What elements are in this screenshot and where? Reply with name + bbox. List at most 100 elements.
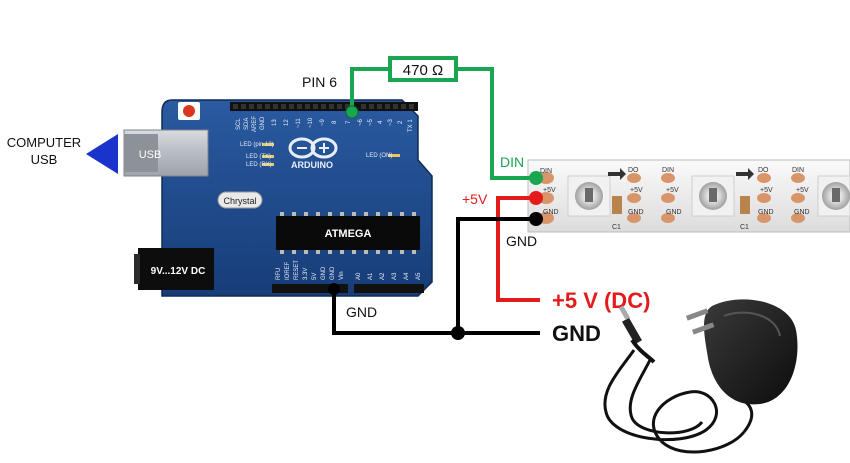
strip-gnd-text: GND [794,209,810,216]
pin6-label: PIN 6 [302,74,337,90]
svg-text:~9: ~9 [320,118,326,126]
power-jack-label: 9V...12V DC [151,266,206,277]
svg-text:LED (TX): LED (TX) [246,154,271,160]
board-gnd-label: GND [346,304,377,320]
plus5v-joint [529,191,543,205]
strip-ground-wire [456,217,536,333]
svg-text:GND: GND [260,116,266,130]
svg-text:~10: ~10 [308,117,314,128]
strip-5v-text: +5V [666,187,679,194]
supply-gnd-label: GND [552,321,601,346]
strip-led-3 [817,175,850,217]
svg-text:A5: A5 [416,272,422,280]
svg-text:AREF: AREF [252,116,258,132]
svg-text:A4: A4 [404,272,410,280]
svg-text:IOREF: IOREF [285,261,291,280]
data-wire-2 [456,67,536,180]
svg-text:RFU: RFU [276,268,282,280]
svg-text:7: 7 [346,120,352,124]
svg-text:8: 8 [332,120,338,124]
arduino-logo-text: ARDUINO [291,160,333,170]
resistor: 470 Ω [388,56,458,82]
strip-din-text: DIN [662,167,674,174]
plus5v-label: +5V [462,191,488,207]
strip-led-2 [691,175,735,217]
board-ground-wire [332,289,540,335]
usb-label: USB [31,152,58,167]
din-label: DIN [500,154,524,170]
strip-cap-text: C1 [612,224,621,231]
atmega-label: ATMEGA [325,228,372,240]
board-logo-icon [178,102,200,120]
strip-gnd-text: GND [543,209,559,216]
svg-text:RESET: RESET [294,260,300,280]
strip-gnd-label: GND [506,233,537,249]
power-pin-labels: RFU IOREF RESET 3.3V 5V GND GND Vin A0 A… [276,260,422,280]
power-wire [496,196,540,302]
crystal-label: Chrystal [223,196,256,206]
arduino-logo-icon [288,137,338,159]
pin6-joint [345,105,359,119]
led-strip: DIN +5V GND DO DIN +5V +5V GND GND C1 [527,159,850,233]
svg-text:2: 2 [398,120,404,124]
strip-led-1 [567,175,611,217]
svg-text:A0: A0 [356,272,362,280]
svg-text:4: 4 [378,120,384,124]
strip-do-text: DO [628,167,639,174]
svg-text:LED (pin 13): LED (pin 13) [240,142,274,148]
strip-do-text: DO [758,167,769,174]
usb-port-label: USB [139,149,162,161]
svg-text:12: 12 [284,119,290,126]
svg-text:LED (RX): LED (RX) [246,162,272,168]
strip-segment-pads-2: DO DIN +5V +5V GND GND C1 [736,167,810,231]
strip-5v-text: +5V [543,187,556,194]
din-joint [529,171,543,185]
svg-text:~5: ~5 [368,118,374,126]
svg-text:~6: ~6 [358,118,364,126]
svg-text:~3: ~3 [388,118,394,126]
svg-text:Vin: Vin [339,271,345,280]
power-adapter-icon [603,299,798,454]
computer-label: COMPUTER [7,135,81,150]
board-gnd-joint [328,283,340,295]
svg-text:SCL: SCL [236,118,242,130]
ground-junction [451,326,465,340]
svg-text:A1: A1 [368,272,374,280]
power-header [272,284,424,293]
data-wire-1 [350,67,390,112]
atmega-chip: ATMEGA [276,212,420,254]
data-direction-arrow-icon [608,168,626,180]
data-direction-arrow-icon [736,168,754,180]
strip-5v-text: +5V [796,187,809,194]
svg-text:GND: GND [321,266,327,280]
digital-header [230,102,418,111]
strip-gnd-text: GND [758,209,774,216]
strip-segment-pads-1: DO DIN +5V +5V GND GND C1 [608,167,682,231]
svg-text:13: 13 [272,119,278,126]
strip-5v-text: +5V [630,187,643,194]
gnd-joint [529,212,543,226]
strip-cap-text: C1 [740,224,749,231]
strip-gnd-text: GND [666,209,682,216]
strip-din-text: DIN [792,167,804,174]
strip-gnd-text: GND [628,209,644,216]
svg-text:A3: A3 [392,272,398,280]
svg-text:5V: 5V [312,273,318,280]
svg-text:3.3V: 3.3V [303,268,309,280]
svg-text:A2: A2 [380,272,386,280]
onboard-leds: LED (pin 13) LED (TX) LED (RX) LED (ON) [240,142,400,168]
resistor-label: 470 Ω [403,62,443,79]
svg-text:SDA: SDA [244,118,250,130]
power-jack: 9V...12V DC [134,248,214,290]
usb-arrow-icon [86,134,118,174]
arduino-board: SCL SDA AREF GND 13 12 ~11 ~10 ~9 8 7 ~6… [123,99,433,297]
svg-text:LED (ON): LED (ON) [366,153,392,159]
usb-port: USB [123,129,209,177]
strip-5v-text: +5V [760,187,773,194]
crystal-component: Chrystal [217,191,263,209]
svg-text:~11: ~11 [296,118,302,128]
svg-text:GND: GND [330,266,336,280]
svg-text:TX 1: TX 1 [408,119,414,132]
pin-labels: SCL SDA AREF GND 13 12 ~11 ~10 ~9 8 7 ~6… [236,116,414,132]
